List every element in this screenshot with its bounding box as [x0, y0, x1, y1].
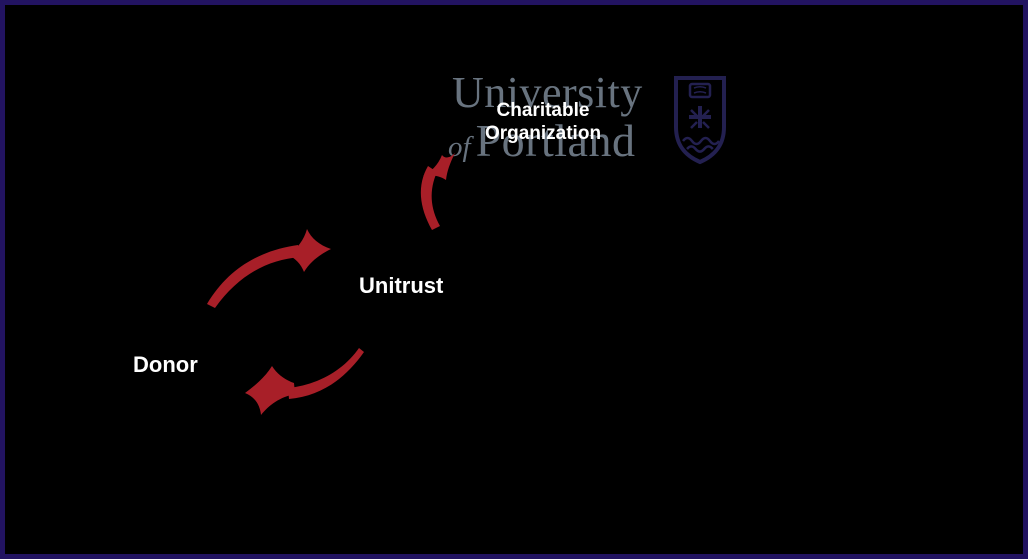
arrow-unitrust-to-donor-body	[288, 348, 364, 399]
arrow-donor-to-unitrust-head	[288, 229, 331, 272]
charitable-organization-line2: Organization	[484, 123, 602, 144]
arrow-donor-to-unitrust-icon	[207, 229, 331, 308]
shield-outline	[674, 76, 726, 165]
shield-star-rays	[690, 109, 710, 129]
wordmark-university: University	[452, 68, 643, 117]
arrow-unitrust-to-donor-icon	[245, 348, 364, 415]
wordmark-line2: of Portland	[448, 118, 643, 164]
shield-cross-icon	[689, 106, 711, 128]
shield-waves-icon	[682, 136, 720, 153]
up-wordmark: University of Portland	[448, 71, 643, 164]
charitable-organization-line1: Charitable	[496, 100, 590, 121]
donor-label: Donor	[133, 352, 198, 377]
wordmark-portland: Portland	[475, 115, 636, 166]
arrow-unitrust-to-donor-head	[245, 366, 295, 415]
shield-book-pages	[693, 86, 707, 94]
unitrust-label: Unitrust	[359, 273, 444, 298]
arrow-donor-to-unitrust-body	[207, 245, 300, 308]
arrow-unitrust-to-charitable-org-body	[420, 166, 440, 230]
charitable-organization-label: Charitable Organization	[467, 99, 619, 145]
shield-book-icon	[688, 82, 712, 99]
arrow-unitrust-to-charitable-org-icon	[420, 153, 455, 230]
university-shield-icon	[674, 76, 726, 165]
